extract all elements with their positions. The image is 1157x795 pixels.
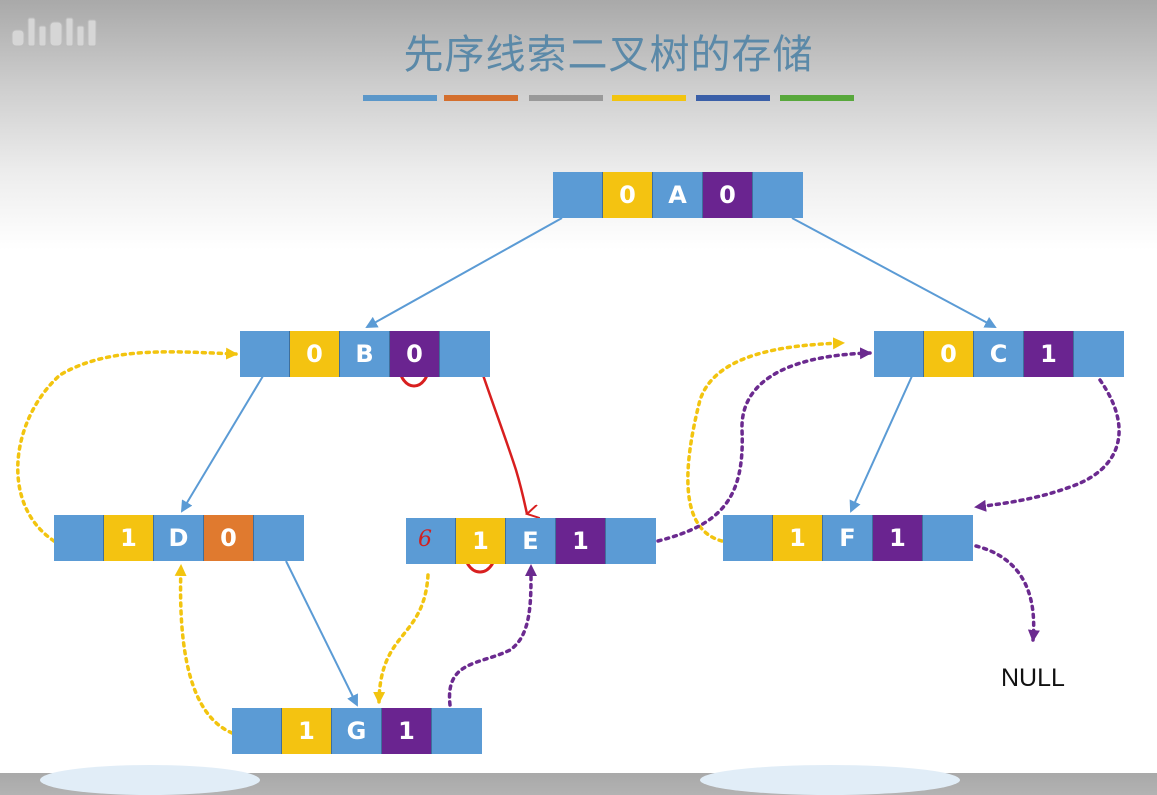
node-b-rtag: 0 [390,331,440,377]
node-g-data: G [332,708,382,754]
node-f-rchild-cell [923,515,973,561]
node-a-rchild-cell [753,172,803,218]
succ-thread-f-to-null [974,544,1040,642]
succ-thread-c-to-f [974,378,1121,512]
node-a-ltag: 0 [603,172,653,218]
node-c-rtag: 1 [1024,331,1074,377]
node-a-rtag: 0 [703,172,753,218]
node-f-lchild-cell [723,515,773,561]
node-f-ltag: 1 [773,515,823,561]
palette-swatch-orange [444,95,518,101]
node-e-rtag: 1 [556,518,606,564]
node-e-data: E [506,518,556,564]
node-d-rtag: 0 [204,515,254,561]
tree-edge-b-d [180,375,264,513]
node-c-data: C [974,331,1024,377]
node-d: 1 D 0 [54,515,304,561]
node-c-ltag: 0 [924,331,974,377]
node-e-lchild-cell [406,518,456,564]
pred-thread-d-to-b [16,347,238,543]
pred-thread-e-to-g [373,573,430,704]
succ-thread-g-to-e [447,564,538,707]
node-a-data: A [653,172,703,218]
tree-edge-a-c [791,217,997,328]
node-b-ltag: 0 [290,331,340,377]
footer-decoration-right [700,765,960,795]
node-g: 1 G 1 [232,708,482,754]
annotation-handwritten-mark: 6 [418,527,432,552]
node-g-rchild-cell [432,708,482,754]
tree-edge-a-b [365,217,563,328]
footer-decoration-left [40,765,260,795]
node-f-rtag: 1 [873,515,923,561]
annotation-arrow-b-to-e [481,374,527,514]
node-a: 0 A 0 [553,172,803,218]
pred-thread-f-to-c [686,337,845,543]
node-f-data: F [823,515,873,561]
tree-edge-c-f [849,375,913,513]
slide-title: 先序线索二叉树的存储 [403,32,814,78]
palette-swatch-gray [529,95,603,101]
node-b-lchild-cell [240,331,290,377]
node-b-rchild-cell [440,331,490,377]
thread-diagram-edges [16,217,1121,735]
node-d-rchild-cell [254,515,304,561]
node-f: 1 F 1 [723,515,973,561]
succ-thread-e-to-c [656,347,872,543]
palette-swatch-blue [363,95,437,101]
node-e: 1 E 1 [406,518,656,564]
palette-swatch-yellow [612,95,686,101]
node-c-lchild-cell [874,331,924,377]
node-d-lchild-cell [54,515,104,561]
palette-swatch-navy [696,95,770,101]
pred-thread-g-to-d [174,564,234,735]
node-e-rchild-cell [606,518,656,564]
null-label: NULL [1001,664,1065,692]
tree-edge-d-g [285,560,358,707]
node-c: 0 C 1 [874,331,1124,377]
node-d-ltag: 1 [104,515,154,561]
palette-swatch-green [780,95,854,101]
node-g-ltag: 1 [282,708,332,754]
node-g-lchild-cell [232,708,282,754]
node-d-data: D [154,515,204,561]
node-a-lchild-cell [553,172,603,218]
bilibili-watermark-logo [8,12,103,52]
node-b-data: B [340,331,390,377]
node-c-rchild-cell [1074,331,1124,377]
node-b: 0 B 0 [240,331,490,377]
node-g-rtag: 1 [382,708,432,754]
node-e-ltag: 1 [456,518,506,564]
